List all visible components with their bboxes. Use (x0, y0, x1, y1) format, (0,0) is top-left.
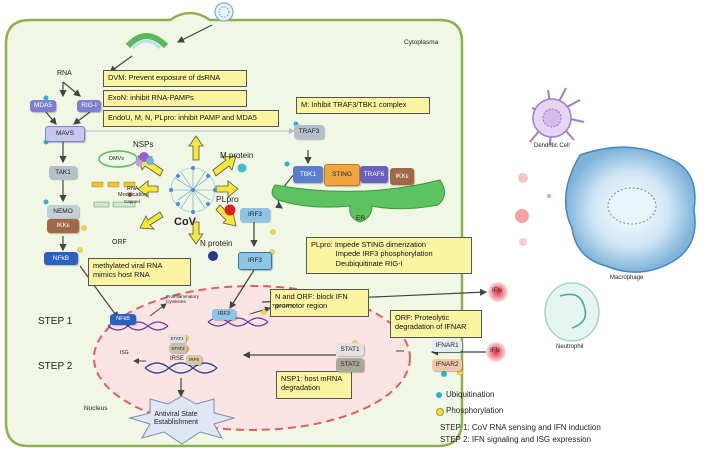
tak1-node: TAK1 (49, 166, 77, 179)
capped-label: Capped (124, 199, 140, 204)
legend: Ubiquitination Phosphorylation STEP 1: C… (430, 390, 700, 446)
m-protein-label: M protein (220, 151, 254, 160)
irf9-node: IRF9 (186, 355, 202, 365)
endou-box: EndoU, M, N, PLpro: inhibit PAMP and MDA… (103, 110, 279, 127)
traf6-node: TRAF6 (360, 166, 388, 183)
neutrophil-cell (544, 282, 600, 342)
isg-label: ISG (120, 350, 129, 356)
legend-step2: STEP 2: IFN signaling and ISG expression (440, 435, 592, 444)
ikke-node: IKKε (47, 219, 79, 233)
methylated-box: methylated viral RNA mimics host RNA (88, 258, 191, 286)
m-inhibit-box: M: Inhibit TRAF3/TBK1 complex (296, 97, 430, 114)
orf-ifnar-box: ORF: Proteolytic degradation of IFNAR (390, 310, 482, 338)
er-shape (271, 179, 445, 223)
ifnar1-node: IFNAR1 (432, 340, 462, 352)
sting-node: STING (324, 164, 360, 186)
irf3-node-b: IRF3 (238, 252, 272, 270)
stat1-node: STAT1 (336, 343, 364, 356)
step1-label: STEP 1 (38, 316, 73, 327)
stat2-nucleus-node: STAT2 (169, 344, 187, 353)
nfkb-node: NFkB (44, 252, 78, 265)
stat1-nucleus-node: STAT1 (168, 334, 186, 343)
dmvs-label: DMVs (109, 156, 124, 162)
rna-label: RNA (57, 70, 72, 77)
macrophage-label: Macrophage (610, 275, 644, 281)
traf3-node: TRAF3 (294, 125, 324, 139)
antiviral-starburst (128, 395, 236, 445)
ubiquitination-dot-icon (436, 392, 442, 398)
mda5-node: MDA5 (30, 100, 56, 112)
phosphorylation-dot-icon (436, 408, 444, 416)
mavs-node: MAVS (45, 126, 85, 142)
step2-label: STEP 2 (38, 361, 73, 372)
ikke2-node: IKKε (390, 168, 414, 185)
rigi-node: RIG-I (77, 100, 101, 112)
antiviral-label: Antiviral State Establishment (154, 411, 198, 427)
er-label: ER (356, 215, 366, 222)
rna-modification-label: RNA Modification (118, 186, 148, 198)
tbk1-node: TBK1 (293, 166, 323, 183)
dna-helix-isre (144, 362, 218, 374)
n-protein-label: N protein (200, 239, 233, 248)
irse-label: IRSE (170, 356, 185, 362)
plpro-box: PLpro: Impede STING dimerization Impede … (306, 237, 472, 274)
legend-phosphorylation: Phosphorylation (446, 406, 504, 415)
plpro-label: PLpro (216, 194, 239, 204)
legend-ubiquitination: Ubiquitination (446, 390, 495, 399)
cytoplasma-label: Cytoplasma (404, 39, 439, 46)
stat2-node: STAT2 (336, 358, 364, 372)
ifn-top-label: IFN (492, 288, 502, 294)
ifn-bottom-label: IFN (490, 348, 500, 354)
proinflammatory-label: Proinflammatory Cytokines (166, 294, 199, 304)
neutrophil-label: Neutrophil (556, 344, 584, 350)
orf-label: ORF (112, 239, 127, 246)
nsps-label: NSPs (133, 140, 154, 149)
dvm-box: DVM: Prevent exposure of dsRNA (103, 70, 247, 87)
irf3-nucleus-node: IRF3 (212, 309, 236, 320)
irf3-node-a: IRF3 (240, 208, 270, 222)
cov-label: CoV (174, 216, 196, 228)
nfkb-nucleus-node: NFkB (110, 314, 136, 325)
ifnar2-node: IFNAR2 (432, 359, 462, 371)
legend-step1: STEP 1: CoV RNA sensing and IFN inductio… (440, 423, 601, 432)
exon-box: ExoN: inhibit RNA-PAMPs (103, 90, 247, 107)
n-orf-box: N and ORF: block IFN promotor region (270, 289, 369, 317)
nemo-node: NEMO (47, 205, 79, 218)
nucleus-label: Nucleus (84, 405, 108, 412)
type1ifn-label: Type 1 IFN (272, 303, 295, 308)
dendritic-label: Dendritic Cell (534, 143, 570, 149)
nsp1-box: NSP1: host mRNA degradation (276, 371, 352, 399)
